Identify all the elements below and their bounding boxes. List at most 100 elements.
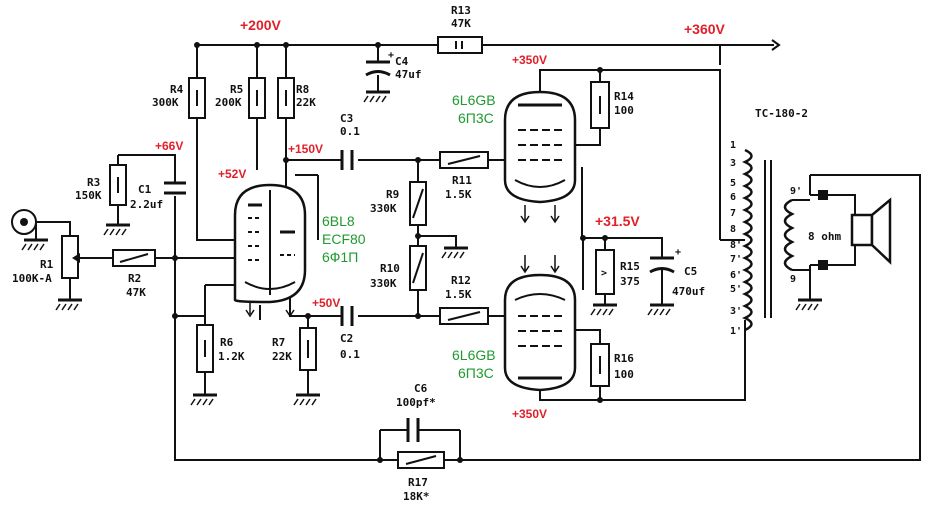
- r5-name: R5: [230, 83, 243, 96]
- voltage-52v: +52V: [218, 167, 246, 181]
- out-bot-tube-alt: 6П3С: [458, 365, 494, 381]
- r1-name: R1: [40, 258, 54, 271]
- resistor-r8: [277, 77, 295, 119]
- r15-name: R15: [620, 260, 640, 273]
- pin-1: 1: [730, 140, 736, 151]
- voltage-31v: +31.5V: [595, 213, 640, 229]
- resistor-r3: [109, 164, 127, 206]
- capacitor-c4: +: [365, 50, 394, 77]
- driver-tube-alt1: ECF80: [322, 231, 366, 247]
- pin-7: 7: [730, 208, 736, 219]
- pin-3: 3: [730, 158, 736, 169]
- capacitor-c2: [340, 306, 354, 326]
- r12-value: 1.5K: [445, 288, 472, 301]
- r15-arrow-symbol: >: [601, 268, 607, 279]
- pin-6p: 6': [730, 270, 742, 281]
- c6-name: C6: [414, 382, 428, 395]
- r11-name: R11: [452, 174, 472, 187]
- input-jack-icon: [11, 209, 37, 235]
- r7-name: R7: [272, 336, 285, 349]
- r11-value: 1.5K: [445, 188, 472, 201]
- r14-name: R14: [614, 90, 634, 103]
- c6-value: 100pf*: [396, 396, 436, 409]
- capacitor-c3: [340, 150, 354, 170]
- r16-value: 100: [614, 368, 634, 381]
- r13-value: 47K: [451, 17, 471, 30]
- transformer-pin-labels: 1 3 5 6 7 8 8' 7' 6' 5' 3' 1' 9' 9: [730, 140, 802, 337]
- c4-name: C4: [395, 55, 409, 68]
- c4-plus-symbol: +: [388, 50, 394, 61]
- c2-name: C2: [340, 332, 353, 345]
- resistor-r2: [112, 249, 156, 267]
- r7-value: 22K: [272, 350, 292, 363]
- output-arrow: [771, 39, 781, 51]
- r8-value: 22K: [296, 96, 316, 109]
- out-top-tube-type: 6L6GB: [452, 92, 496, 108]
- r2-name: R2: [128, 272, 141, 285]
- voltage-66v: +66V: [155, 139, 183, 153]
- transformer-name: TC-180-2: [755, 107, 808, 120]
- r16-name: R16: [614, 352, 634, 365]
- r15-value: 375: [620, 275, 640, 288]
- capacitor-c5: +: [649, 247, 681, 305]
- r3-name: R3: [87, 176, 100, 189]
- pin-8: 8: [730, 224, 736, 235]
- pin-6: 6: [730, 192, 736, 203]
- resistor-r10: [409, 245, 427, 291]
- resistor-r17: [397, 451, 445, 469]
- c2-value: 0.1: [340, 348, 360, 361]
- ground-symbols: [21, 90, 822, 406]
- resistor-r16: [590, 343, 610, 387]
- r6-value: 1.2K: [218, 350, 245, 363]
- resistor-r4: [188, 77, 206, 119]
- pin-8p: 8': [730, 240, 742, 251]
- pin-9p: 9': [790, 186, 802, 197]
- speaker-impedance: 8 ohm: [808, 230, 841, 243]
- r9-value: 330K: [370, 202, 397, 215]
- c1-name: C1: [138, 183, 152, 196]
- resistor-r7: [299, 327, 317, 371]
- pin-9: 9: [790, 274, 796, 285]
- r10-value: 330K: [370, 277, 397, 290]
- resistor-r5: [248, 77, 266, 119]
- r3-value: 150K: [75, 189, 102, 202]
- out-bot-tube-type: 6L6GB: [452, 347, 496, 363]
- r17-name: R17: [408, 476, 428, 489]
- driver-tube-alt2: 6Ф1П: [322, 249, 358, 265]
- voltage-150v: +150V: [288, 142, 323, 156]
- resistor-r6: [196, 324, 214, 373]
- resistor-r13: [437, 36, 483, 54]
- r10-name: R10: [380, 262, 400, 275]
- voltage-360v: +360V: [684, 21, 726, 37]
- resistor-r11: [439, 151, 489, 169]
- pin-7p: 7': [730, 254, 742, 265]
- c4-value: 47uf: [395, 68, 422, 81]
- pin-1p: 1': [730, 326, 742, 337]
- r2-value: 47K: [126, 286, 146, 299]
- r9-name: R9: [386, 188, 399, 201]
- output-transformer: [742, 148, 810, 332]
- resistor-r12: [439, 307, 489, 325]
- voltage-350v-top: +350V: [512, 53, 547, 67]
- driver-tube-6bl8: [233, 183, 307, 318]
- voltage-200v: +200V: [240, 17, 282, 33]
- output-tube-bottom: [503, 255, 577, 392]
- resistor-r9: [409, 181, 427, 226]
- voltage-50v: +50V: [312, 296, 340, 310]
- pin-5: 5: [730, 178, 736, 189]
- c5-value: 470uf: [672, 285, 705, 298]
- output-tube-top: [503, 90, 577, 224]
- r8-name: R8: [296, 83, 309, 96]
- r17-value: 18K*: [403, 490, 430, 503]
- junction-dots: [172, 42, 608, 463]
- r1-value: 100K-A: [12, 272, 52, 285]
- r5-value: 200K: [215, 96, 242, 109]
- pin-5p: 5': [730, 284, 742, 295]
- driver-tube-type: 6BL8: [322, 213, 355, 229]
- c3-name: C3: [340, 112, 353, 125]
- capacitor-c1: [164, 181, 186, 195]
- r6-name: R6: [220, 336, 234, 349]
- capacitor-c6: [406, 418, 424, 442]
